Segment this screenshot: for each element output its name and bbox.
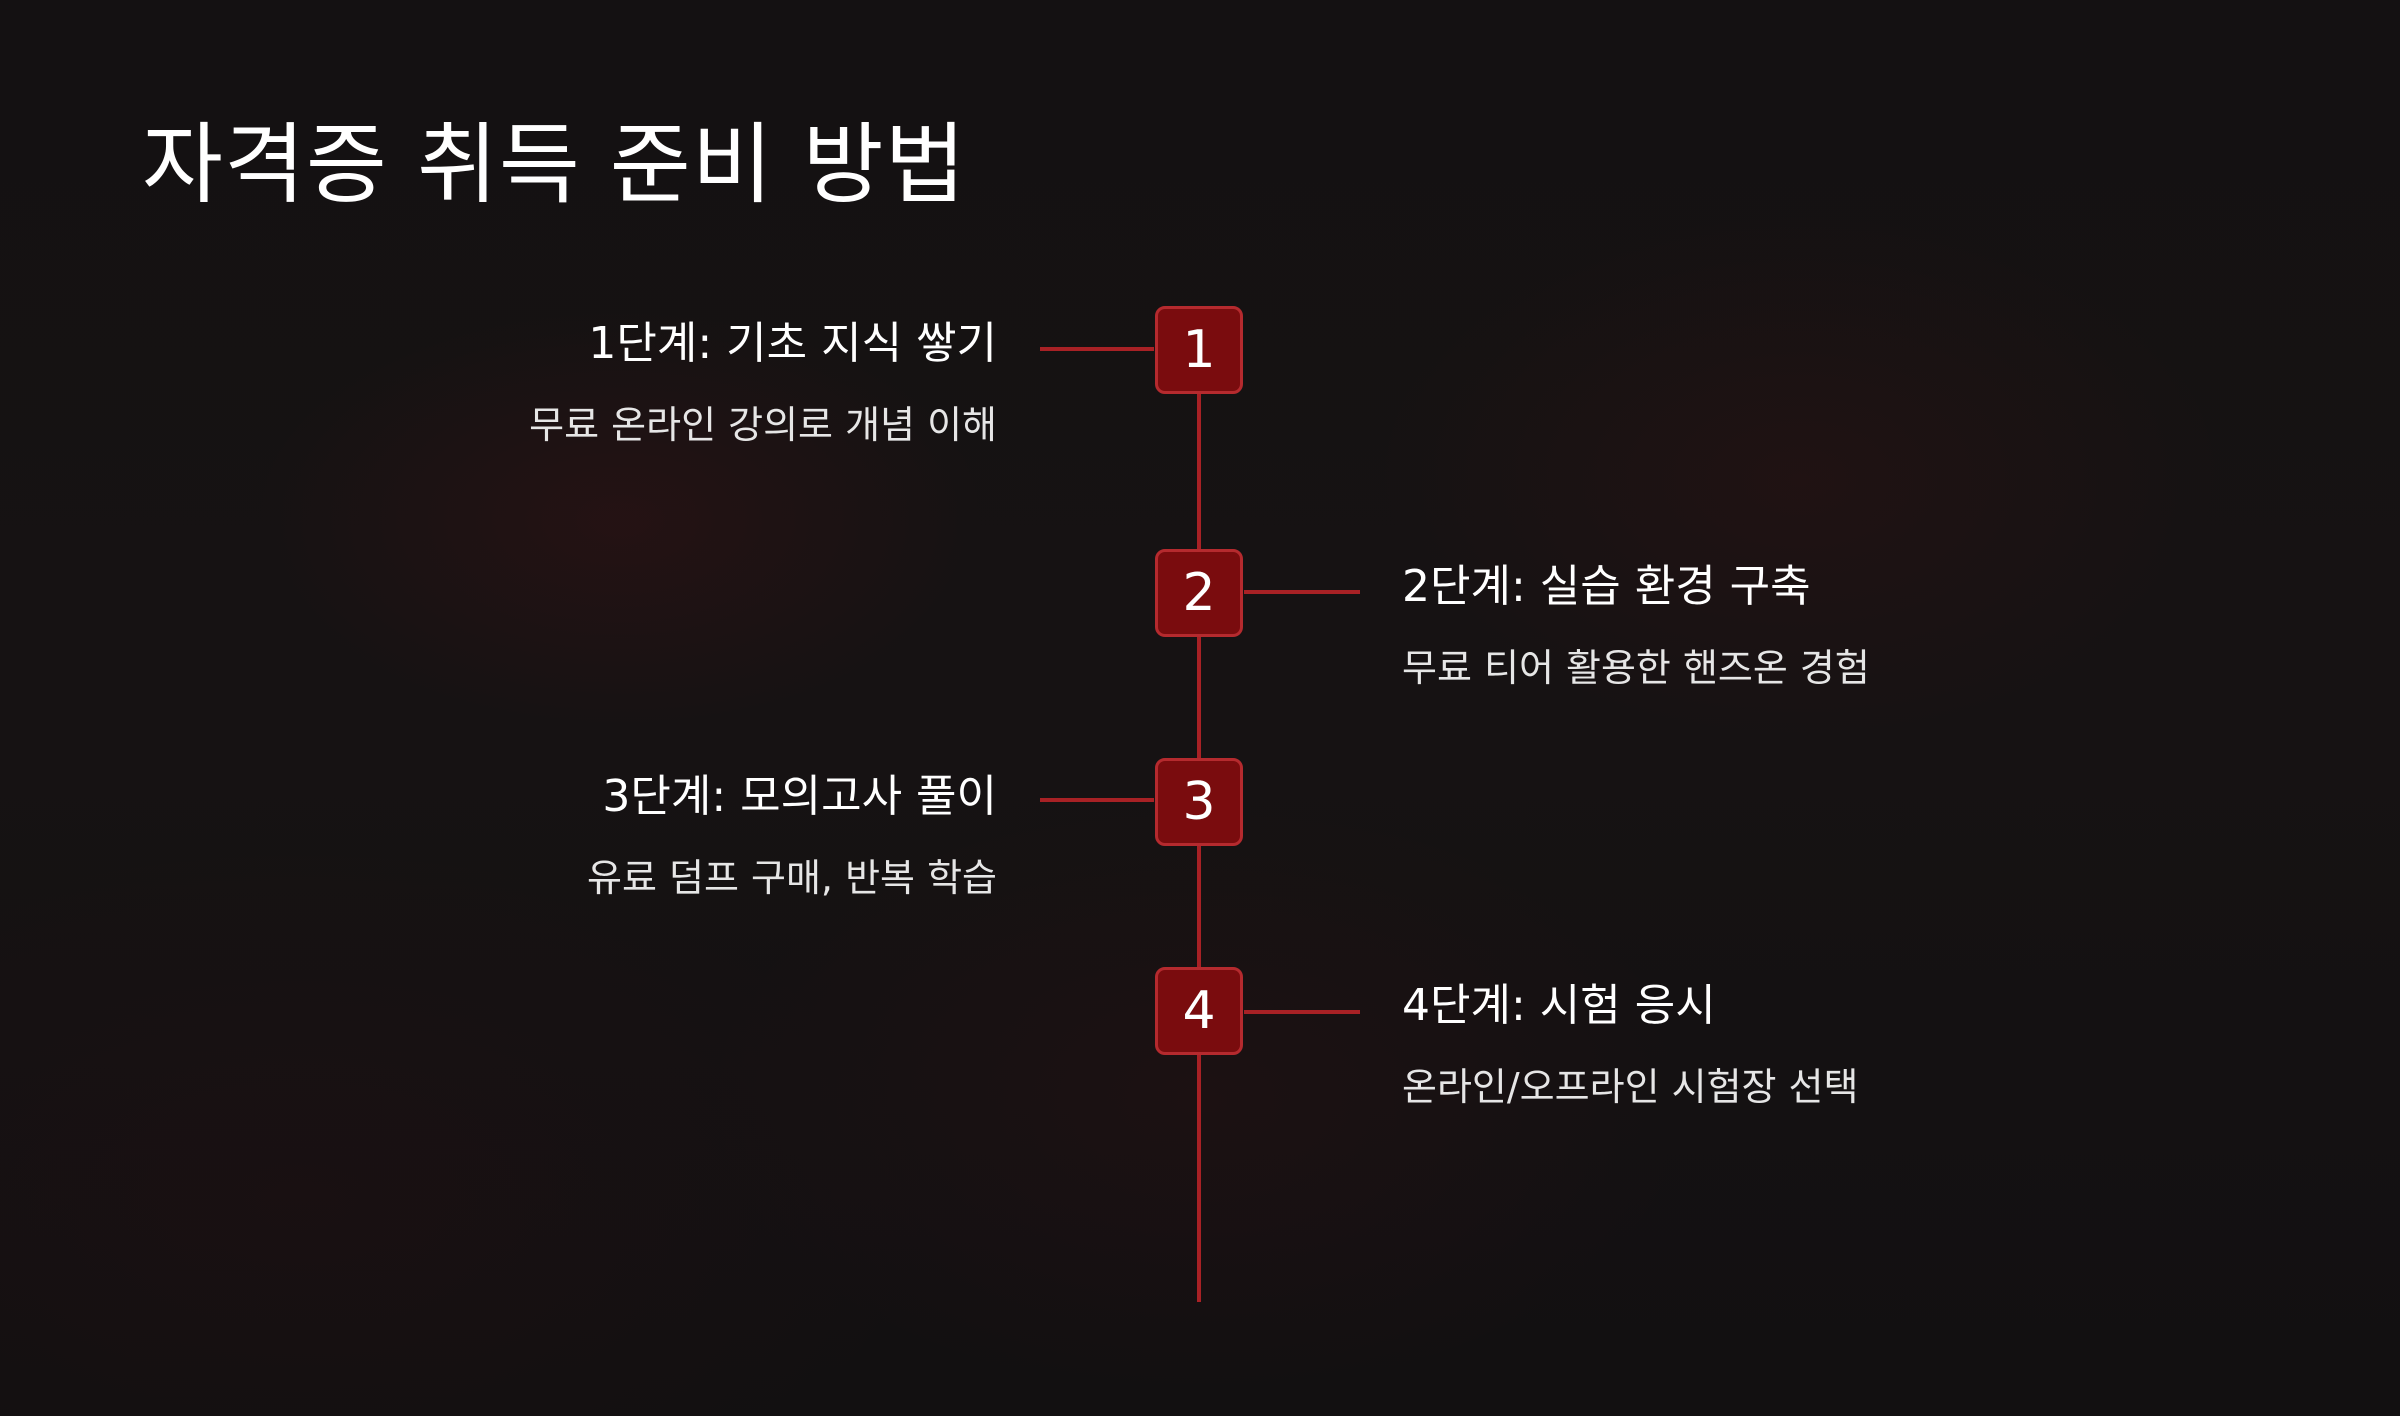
step-3-text: 3단계: 모의고사 풀이 유료 덤프 구매, 반복 학습 [437, 771, 997, 901]
step-3-title: 3단계: 모의고사 풀이 [602, 771, 997, 822]
step-3-connector [1040, 798, 1154, 802]
step-1-text: 1단계: 기초 지식 쌓기 무료 온라인 강의로 개념 이해 [437, 318, 997, 448]
step-1-description: 무료 온라인 강의로 개념 이해 [529, 402, 997, 447]
step-2-text: 2단계: 실습 환경 구축 무료 티어 활용한 핸즈온 경험 [1402, 561, 1962, 691]
step-1-title: 1단계: 기초 지식 쌓기 [588, 318, 997, 369]
step-3-number-box: 3 [1155, 758, 1243, 846]
step-4-description: 온라인/오프라인 시험장 선택 [1402, 1064, 1859, 1109]
step-4-number-box: 4 [1155, 967, 1243, 1055]
page-title: 자격증 취득 준비 방법 [142, 113, 967, 216]
step-4-title: 4단계: 시험 응시 [1402, 980, 1716, 1031]
step-2-number-box: 2 [1155, 549, 1243, 637]
step-2-title: 2단계: 실습 환경 구축 [1402, 561, 1811, 612]
step-2-description: 무료 티어 활용한 핸즈온 경험 [1402, 645, 1870, 690]
step-1-connector [1040, 347, 1154, 351]
step-4-text: 4단계: 시험 응시 온라인/오프라인 시험장 선택 [1402, 980, 1962, 1110]
step-2-connector [1244, 590, 1360, 594]
step-3-description: 유료 덤프 구매, 반복 학습 [587, 855, 997, 900]
step-1-number-box: 1 [1155, 306, 1243, 394]
step-4-connector [1244, 1010, 1360, 1014]
